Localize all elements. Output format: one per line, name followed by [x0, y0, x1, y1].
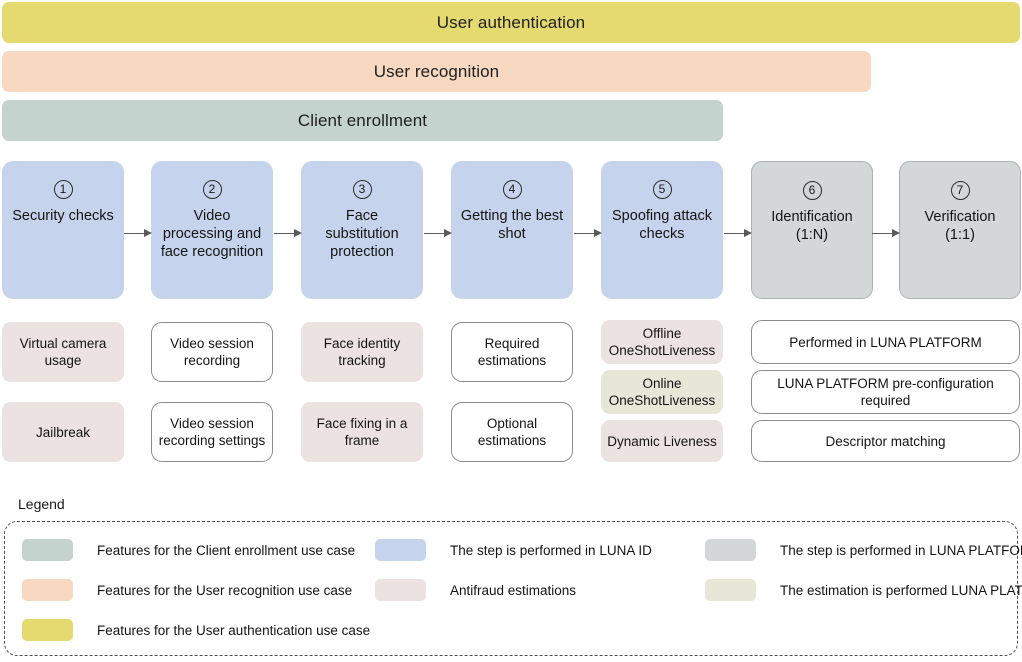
step-number: 3 [352, 180, 372, 199]
feature-virtual-camera-usage[interactable]: Virtual camera usage [2, 322, 124, 382]
step-label: Spoofing attack checks [612, 208, 712, 242]
feature-offline-oneshotliveness[interactable]: Offline OneShotLiveness [601, 320, 723, 364]
feature-required-estimations[interactable]: Required estimations [451, 322, 573, 382]
legend-item-user-authentication: Features for the User authentication use… [22, 619, 370, 641]
legend-item-antifraud-estimations: Antifraud estimations [375, 579, 576, 601]
step-label: Verification (1:1) [924, 209, 996, 243]
legend-label: The step is performed in LUNA ID [450, 542, 652, 558]
banner-client-enrollment: Client enrollment [2, 100, 723, 141]
step-number: 5 [652, 180, 672, 199]
feature-jailbreak[interactable]: Jailbreak [2, 402, 124, 462]
feature-label: Offline OneShotLiveness [608, 326, 716, 358]
arrow-step-2-to-3 [274, 229, 302, 238]
legend-container [4, 521, 1018, 656]
step-number: 4 [502, 180, 522, 199]
arrow-step-6-to-7 [872, 229, 900, 238]
feature-dynamic-liveness[interactable]: Dynamic Liveness [601, 420, 723, 462]
feature-label: Jailbreak [35, 424, 91, 440]
step-2-video-processing-and-face-recognition[interactable]: 2 Video processing and face recognition [151, 161, 273, 299]
legend-label: Antifraud estimations [450, 582, 577, 598]
legend-label: Features for the Client enrollment use c… [97, 542, 356, 558]
feature-label: Performed in LUNA PLATFORM [789, 334, 982, 350]
banner-label: User authentication [436, 12, 586, 32]
legend-swatch [22, 619, 73, 641]
step-number: 1 [53, 180, 73, 199]
feature-performed-in-luna-platform[interactable]: Performed in LUNA PLATFORM [751, 320, 1020, 364]
legend-item-user-recognition: Features for the User recognition use ca… [22, 579, 352, 601]
feature-label: Online OneShotLiveness [608, 376, 716, 408]
banner-label: Client enrollment [297, 110, 428, 130]
legend-swatch [22, 579, 73, 601]
arrow-step-5-to-6 [724, 229, 752, 238]
feature-label: Video session recording [170, 336, 254, 368]
legend-swatch [705, 539, 756, 561]
step-7-verification[interactable]: 7 Verification (1:1) [899, 161, 1021, 299]
feature-label: Face fixing in a frame [316, 416, 408, 448]
arrow-step-1-to-2 [124, 229, 152, 238]
feature-online-oneshotliveness[interactable]: Online OneShotLiveness [601, 370, 723, 414]
arrow-step-3-to-4 [424, 229, 452, 238]
banner-label: User recognition [373, 61, 500, 81]
legend-label: Features for the User authentication use… [97, 622, 371, 638]
feature-face-identity-tracking[interactable]: Face identity tracking [301, 322, 423, 382]
legend-item-client-enrollment: Features for the Client enrollment use c… [22, 539, 355, 561]
step-1-security-checks[interactable]: 1 Security checks [2, 161, 124, 299]
legend-item-luna-platform-estimation: The estimation is performed LUNA PLATFOR… [705, 579, 1022, 601]
step-number: 6 [802, 181, 822, 200]
legend-label: Features for the User recognition use ca… [97, 582, 353, 598]
legend-item-luna-platform-step: The step is performed in LUNA PLATFORM [705, 539, 1022, 561]
feature-label: Dynamic Liveness [607, 433, 717, 449]
banner-user-authentication: User authentication [2, 2, 1020, 43]
pipeline-steps: 1 Security checks 2 Video processing and… [0, 161, 1022, 299]
feature-label: Descriptor matching [825, 433, 946, 449]
feature-optional-estimations[interactable]: Optional estimations [451, 402, 573, 462]
step-3-face-substitution-protection[interactable]: 3 Face substitution protection [301, 161, 423, 299]
legend-swatch [375, 579, 426, 601]
step-label: Security checks [12, 208, 114, 224]
step-label: Video processing and face recognition [160, 208, 264, 260]
feature-video-session-recording-settings[interactable]: Video session recording settings [151, 402, 273, 462]
banner-user-recognition: User recognition [2, 51, 871, 92]
arrow-step-4-to-5 [574, 229, 602, 238]
feature-label: Required estimations [477, 336, 547, 368]
step-number: 2 [202, 180, 222, 199]
step-label: Getting the best shot [460, 208, 564, 242]
feature-label: Video session recording settings [158, 416, 266, 448]
step-label: Face substitution protection [325, 208, 399, 260]
feature-luna-platform-preconfiguration-required[interactable]: LUNA PLATFORM pre-configuration required [751, 370, 1020, 414]
legend-swatch [375, 539, 426, 561]
step-label: Identification (1:N) [771, 209, 853, 243]
step-number: 7 [950, 181, 970, 200]
legend-label: The step is performed in LUNA PLATFORM [780, 542, 1022, 558]
feature-label: Virtual camera usage [19, 336, 107, 368]
legend-swatch [22, 539, 73, 561]
step-6-identification[interactable]: 6 Identification (1:N) [751, 161, 873, 299]
feature-descriptor-matching[interactable]: Descriptor matching [751, 420, 1020, 462]
step-4-getting-the-best-shot[interactable]: 4 Getting the best shot [451, 161, 573, 299]
legend-label: The estimation is performed LUNA PLATFOR… [780, 582, 1022, 598]
feature-label: LUNA PLATFORM pre-configuration required [777, 376, 994, 408]
legend-title: Legend [18, 496, 65, 512]
feature-label: Optional estimations [477, 416, 547, 448]
feature-label: Face identity tracking [323, 336, 401, 368]
legend-item-luna-id-step: The step is performed in LUNA ID [375, 539, 652, 561]
feature-face-fixing-in-a-frame[interactable]: Face fixing in a frame [301, 402, 423, 462]
legend-swatch [705, 579, 756, 601]
feature-video-session-recording[interactable]: Video session recording [151, 322, 273, 382]
step-5-spoofing-attack-checks[interactable]: 5 Spoofing attack checks [601, 161, 723, 299]
